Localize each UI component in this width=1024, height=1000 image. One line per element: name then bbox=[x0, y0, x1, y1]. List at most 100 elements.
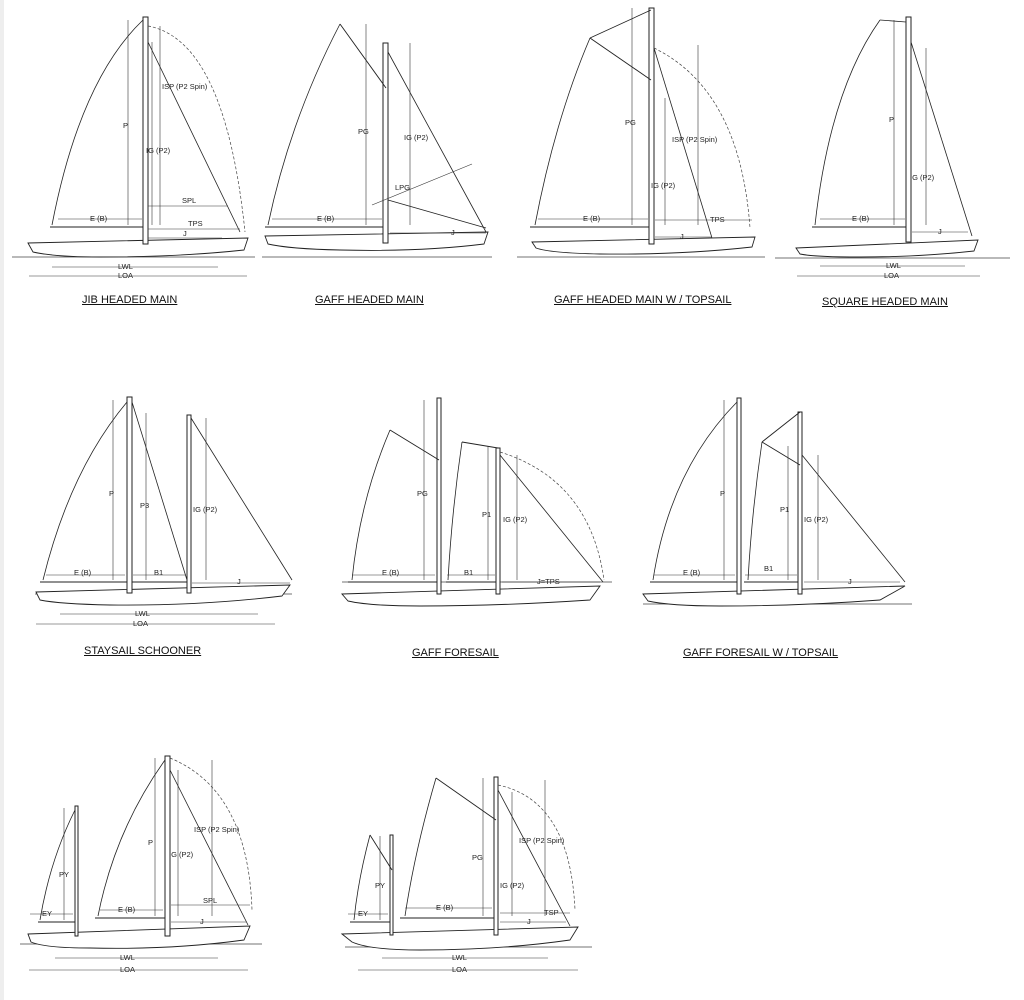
spinnaker-outline bbox=[169, 757, 253, 911]
label-tsp: TSP bbox=[544, 908, 559, 917]
label-b1: B1 bbox=[764, 564, 773, 573]
label-spl: SPL bbox=[203, 896, 217, 905]
label-loa: LOA bbox=[884, 271, 899, 280]
label-isp: ISP (P2 Spin) bbox=[672, 135, 718, 144]
main-gaff bbox=[461, 441, 499, 449]
forestay bbox=[497, 789, 571, 927]
forestay bbox=[387, 51, 487, 233]
caption-gaff-foresail: GAFF FORESAIL bbox=[412, 647, 499, 659]
label-tps: TPS bbox=[188, 219, 203, 228]
mainsail-leech bbox=[747, 441, 763, 581]
label-pg: PG bbox=[625, 118, 636, 127]
label-pg: PG bbox=[417, 489, 428, 498]
mainmast bbox=[495, 447, 501, 595]
label-isp: ISP (P2 Spin) bbox=[162, 82, 208, 91]
label-e: E (B) bbox=[436, 903, 454, 912]
mast bbox=[648, 7, 655, 245]
hull bbox=[27, 925, 251, 949]
label-e: E (B) bbox=[118, 905, 136, 914]
mainmast bbox=[797, 411, 803, 595]
label-loa: LOA bbox=[120, 965, 135, 974]
label-ig: IG (P2) bbox=[404, 133, 429, 142]
label-ey: EY bbox=[358, 909, 368, 918]
mainmast bbox=[493, 776, 499, 936]
main-gaff bbox=[435, 777, 497, 821]
dim-lpg bbox=[371, 163, 473, 206]
label-lwl: LWL bbox=[120, 953, 135, 962]
topsail-luff bbox=[761, 411, 801, 443]
foremast bbox=[126, 396, 133, 594]
hull bbox=[35, 584, 291, 606]
mainsail-leech bbox=[447, 441, 463, 581]
label-p: P bbox=[889, 115, 894, 124]
label-isp: ISP (P2 Spin) bbox=[519, 836, 565, 845]
mainsail-leech bbox=[534, 37, 591, 226]
foremast bbox=[436, 397, 442, 595]
label-ig: IG (P2) bbox=[651, 181, 676, 190]
page-edge bbox=[0, 0, 4, 1000]
forestay bbox=[910, 41, 973, 237]
label-lwl: LWL bbox=[886, 261, 901, 270]
label-j: J bbox=[848, 577, 852, 586]
hull bbox=[27, 237, 249, 258]
forestay bbox=[190, 417, 293, 581]
diagram-gaff-headed-main: PG IG (P2) LPG E (B) J bbox=[262, 23, 492, 258]
mizzen-mast bbox=[74, 805, 79, 937]
gaff bbox=[339, 23, 387, 89]
label-p1: P1 bbox=[482, 510, 491, 519]
square-head bbox=[879, 19, 907, 23]
label-ig: IG (P2) bbox=[500, 881, 525, 890]
label-e: E (B) bbox=[90, 214, 108, 223]
topsail-luff bbox=[589, 9, 652, 39]
mainsail-leech bbox=[814, 19, 881, 226]
label-loa: LOA bbox=[133, 619, 148, 628]
mainsail-leech bbox=[97, 759, 166, 917]
label-e: E (B) bbox=[382, 568, 400, 577]
label-py: PY bbox=[375, 881, 385, 890]
label-j: J bbox=[527, 917, 531, 926]
label-p: P bbox=[720, 489, 725, 498]
label-p1: P1 bbox=[780, 505, 789, 514]
label-tps: TPS bbox=[710, 215, 725, 224]
mast bbox=[905, 16, 912, 243]
mast bbox=[382, 42, 389, 244]
foresail-leech bbox=[351, 429, 391, 581]
hull bbox=[341, 585, 601, 607]
mast bbox=[142, 16, 149, 245]
label-j: J bbox=[451, 228, 455, 237]
label-j-tps: J=TPS bbox=[537, 577, 560, 586]
label-p: P bbox=[123, 121, 128, 130]
caption-jib-headed-main: JIB HEADED MAIN bbox=[82, 294, 178, 306]
mainsail-leech bbox=[51, 19, 144, 226]
spinnaker-outline bbox=[497, 784, 576, 911]
label-e: E (B) bbox=[683, 568, 701, 577]
forestay bbox=[169, 769, 249, 926]
foremast bbox=[736, 397, 742, 595]
label-b1: B1 bbox=[154, 568, 163, 577]
caption-gaff-headed-main: GAFF HEADED MAIN bbox=[315, 294, 424, 306]
forestay bbox=[653, 47, 713, 239]
label-j: J bbox=[200, 917, 204, 926]
staysail-luff bbox=[131, 401, 188, 581]
label-ig: IG (P2) bbox=[503, 515, 528, 524]
label-b1: B1 bbox=[464, 568, 473, 577]
label-j: J bbox=[680, 232, 684, 241]
spinnaker-outline bbox=[653, 47, 751, 229]
hull bbox=[340, 926, 579, 951]
caption-staysail-schooner: STAYSAIL SCHOONER bbox=[84, 645, 202, 657]
diagram-staysail-schooner: P P3 IG (P2) E (B) B1 J LWL LOA bbox=[35, 396, 293, 628]
spinnaker-outline bbox=[147, 25, 246, 233]
caption-gaff-headed-main-topsail: GAFF HEADED MAIN W / TOPSAIL bbox=[554, 294, 732, 306]
foresail-leech bbox=[652, 401, 738, 581]
label-e: E (B) bbox=[74, 568, 92, 577]
diagram-jib-headed-main: P ISP (P2 Spin) IG (P2) SPL TPS J E (B) … bbox=[12, 16, 255, 280]
label-lpg: LPG bbox=[395, 183, 410, 192]
diagram-yawl: PY P ISP (P2 Spin) IG (P2) EY E (B) SPL … bbox=[20, 755, 262, 974]
diagram-square-headed-main: P IG (P2) E (B) J LWL LOA bbox=[775, 16, 1010, 280]
label-j: J bbox=[183, 229, 187, 238]
label-py: PY bbox=[59, 870, 69, 879]
main-gaff bbox=[761, 441, 801, 466]
hull bbox=[264, 231, 489, 251]
label-lwl: LWL bbox=[135, 609, 150, 618]
